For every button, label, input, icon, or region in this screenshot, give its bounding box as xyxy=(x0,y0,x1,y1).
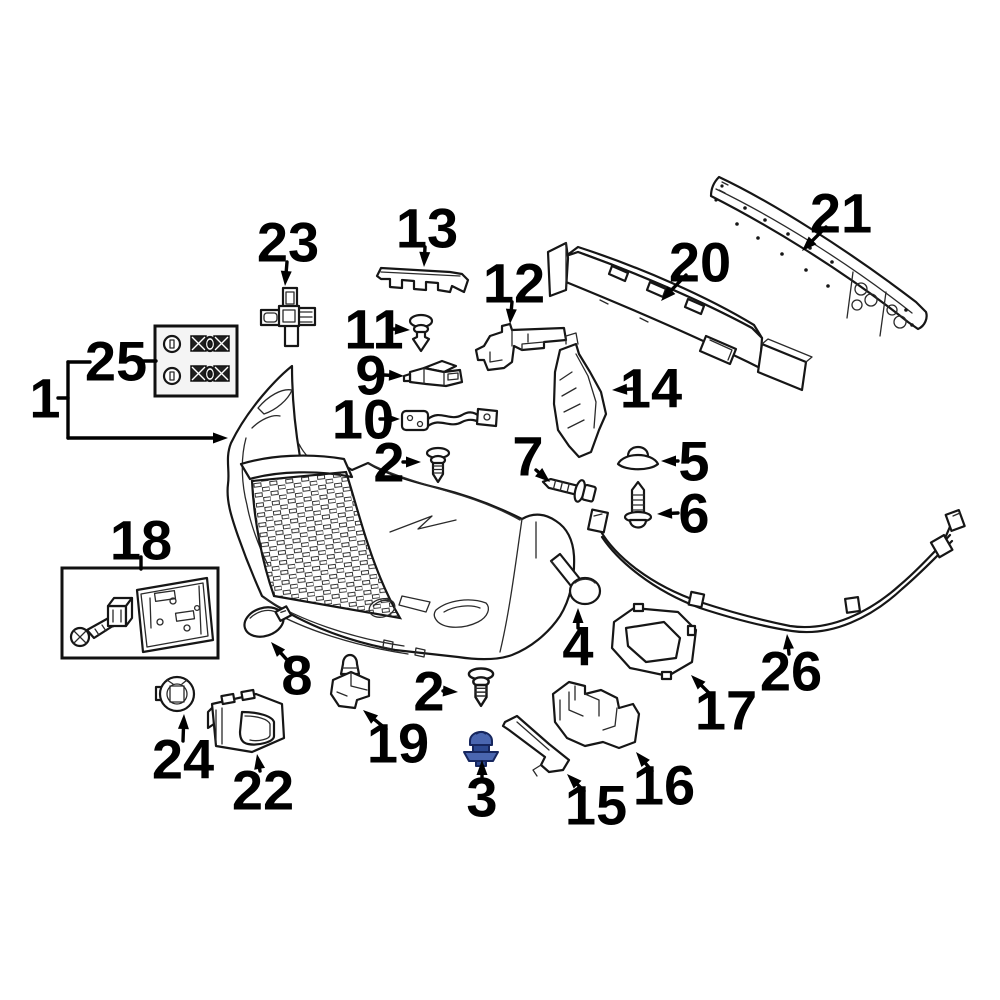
kit-fastener-icon xyxy=(190,335,230,353)
callout-18: 18 xyxy=(110,509,172,572)
callout-15: 15 xyxy=(565,774,627,837)
part-23-sensor-bracket xyxy=(259,286,317,348)
callout-label-10-8: 10 xyxy=(332,388,394,451)
callout-label-3-22: 3 xyxy=(466,766,497,829)
callout-label-13-4: 13 xyxy=(396,197,458,260)
callout-label-11-5: 11 xyxy=(344,298,403,361)
callout-21: 21 xyxy=(802,182,872,251)
callout-label-23-3: 23 xyxy=(257,211,319,274)
callout-label-2-9: 2 xyxy=(373,431,404,494)
part-14-side-support xyxy=(552,332,608,459)
callout-label-1-0: 1 xyxy=(29,367,60,430)
callout-22: 22 xyxy=(232,754,294,822)
part-17-fog-lamp-bezel xyxy=(610,602,698,681)
part-16-retainer-bracket xyxy=(551,680,641,750)
callout-label-5-11: 5 xyxy=(678,430,709,493)
callout-17: 17 xyxy=(691,675,757,742)
callout-label-4-16: 4 xyxy=(562,615,593,678)
callout-14: 14 xyxy=(612,357,682,420)
part-1-bumper-cover xyxy=(226,364,576,661)
part-2-push-pin xyxy=(467,667,495,708)
callout-3: 3 xyxy=(466,760,498,829)
callout-9: 9 xyxy=(355,344,404,407)
callout-6: 6 xyxy=(657,482,710,545)
part-4-tow-hook xyxy=(549,552,602,606)
callout-24: 24 xyxy=(152,714,214,791)
callout-12: 12 xyxy=(483,252,545,324)
kit-clip-icon xyxy=(106,596,134,628)
callout-13: 13 xyxy=(396,197,458,267)
part-11-push-clip xyxy=(408,313,434,353)
callout-19: 19 xyxy=(363,710,429,775)
callout-20: 20 xyxy=(661,231,731,301)
callout-4: 4 xyxy=(562,608,594,678)
callout-label-17-25: 17 xyxy=(695,679,757,742)
callout-label-25-1: 25 xyxy=(85,330,147,393)
part-18-license-bracket-kit-box xyxy=(60,566,220,660)
part-15-filler-cover xyxy=(501,714,571,777)
callout-7: 7 xyxy=(512,425,550,488)
kit-license-plate-bracket xyxy=(135,576,215,654)
callout-label-18-2: 18 xyxy=(110,509,172,572)
callout-label-21-15: 21 xyxy=(810,182,872,245)
callout-label-20-14: 20 xyxy=(669,231,731,294)
callout-label-6-12: 6 xyxy=(678,482,709,545)
callout-label-2-21: 2 xyxy=(413,660,444,723)
part-10-support-bracket xyxy=(400,407,499,432)
callout-2: 2 xyxy=(413,660,458,723)
part-19-clip xyxy=(329,653,371,710)
callout-label-14-13: 14 xyxy=(620,357,682,420)
callout-label-26-26: 26 xyxy=(760,640,822,703)
part-5-grommet xyxy=(616,445,660,471)
callout-8: 8 xyxy=(271,642,313,707)
callout-25: 25 xyxy=(85,330,158,393)
part-9-bumper-retainer xyxy=(402,359,464,388)
part-13-bumper-bracket xyxy=(375,266,470,294)
part-12-bumper-bracket xyxy=(474,322,568,372)
callout-label-15-23: 15 xyxy=(565,774,627,837)
part-6-screw xyxy=(623,480,653,529)
callout-label-19-20: 19 xyxy=(367,712,429,775)
part-3-clip-highlighted xyxy=(463,730,499,767)
callout-23: 23 xyxy=(257,211,319,286)
part-7-bolt xyxy=(541,477,597,503)
callout-16: 16 xyxy=(633,752,695,817)
kit-fastener-icon xyxy=(190,365,230,383)
part-2-push-pin xyxy=(425,446,451,484)
callout-label-7-10: 7 xyxy=(512,425,543,488)
callout-1: 1 xyxy=(29,360,228,444)
callout-label-24-18: 24 xyxy=(152,728,214,791)
part-22-sensor-bracket xyxy=(206,688,286,754)
callout-11: 11 xyxy=(344,298,410,361)
part-25-hardware-kit-box xyxy=(153,324,239,398)
part-26-wiring-harness xyxy=(586,508,966,634)
callout-26: 26 xyxy=(760,634,822,703)
callout-label-12-6: 12 xyxy=(483,252,545,315)
callout-label-9-7: 9 xyxy=(355,344,386,407)
callout-10: 10 xyxy=(332,388,400,451)
callout-label-8-17: 8 xyxy=(281,644,312,707)
callout-label-16-24: 16 xyxy=(633,754,695,817)
callout-label-22-19: 22 xyxy=(232,759,294,822)
callout-5: 5 xyxy=(661,430,710,493)
part-8-headlamp-washer-cover xyxy=(243,605,293,638)
part-24-sensor-retainer xyxy=(154,675,196,713)
callout-2: 2 xyxy=(373,431,421,494)
